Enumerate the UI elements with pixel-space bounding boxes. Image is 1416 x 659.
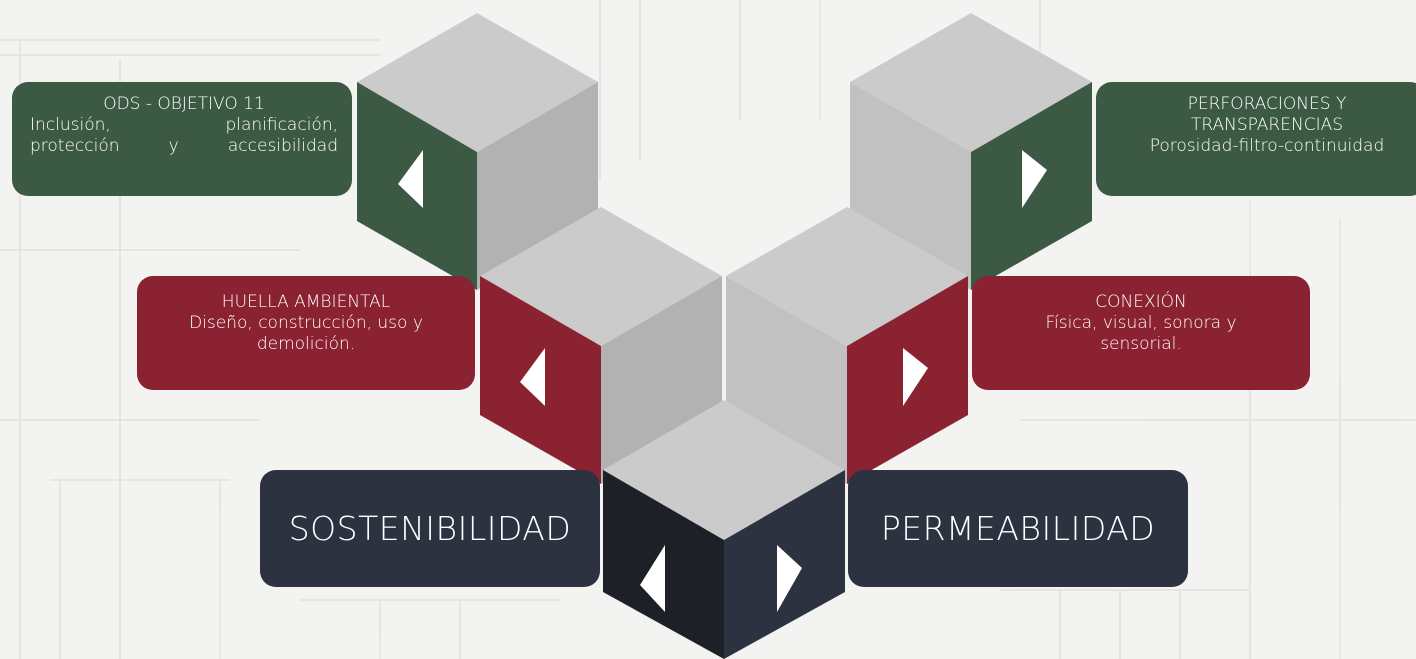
conexion-box: CONEXIÓN Física, visual, sonora y sensor… — [972, 276, 1310, 390]
triangle-right-icon — [1022, 150, 1047, 208]
ods-box: ODS - OBJETIVO 11 Inclusión, planificaci… — [12, 82, 352, 196]
cube-top-face — [726, 207, 968, 346]
triangle-right-icon — [777, 545, 802, 612]
cube-top-face — [480, 207, 722, 346]
cube-top-face — [850, 13, 1092, 152]
ods-line1: Inclusión, planificación, — [30, 115, 338, 135]
perforaciones-title: PERFORACIONES Y — [1187, 94, 1347, 114]
cube-bottom — [603, 400, 845, 659]
triangle-left-icon — [398, 150, 423, 208]
conexion-title: CONEXIÓN — [1095, 292, 1187, 312]
permeabilidad-label: PERMEABILIDAD — [880, 509, 1156, 548]
huella-text: Diseño, construcción, uso y demolición. — [189, 313, 423, 354]
sostenibilidad-box: SOSTENIBILIDAD — [260, 470, 600, 587]
ods-line2: protección y accesibilidad — [30, 136, 338, 156]
ods-title: ODS - OBJETIVO 11 — [103, 94, 265, 114]
permeabilidad-box: PERMEABILIDAD — [848, 470, 1188, 587]
triangle-left-icon — [520, 348, 545, 406]
triangle-left-icon — [640, 545, 665, 612]
perforaciones-box: PERFORACIONES Y TRANSPARENCIAS Porosidad… — [1096, 82, 1416, 196]
huella-title: HUELLA AMBIENTAL — [221, 292, 391, 312]
perforaciones-title-line2: TRANSPARENCIAS — [1190, 115, 1343, 135]
huella-box: HUELLA AMBIENTAL Diseño, construcción, u… — [137, 276, 475, 390]
triangle-right-icon — [903, 348, 928, 406]
perforaciones-text: Porosidad-filtro-continuidad — [1149, 136, 1385, 156]
sostenibilidad-label: SOSTENIBILIDAD — [288, 509, 572, 548]
cube-top-face — [357, 13, 598, 152]
conexion-text: Física, visual, sonora y sensorial. — [1045, 313, 1237, 354]
